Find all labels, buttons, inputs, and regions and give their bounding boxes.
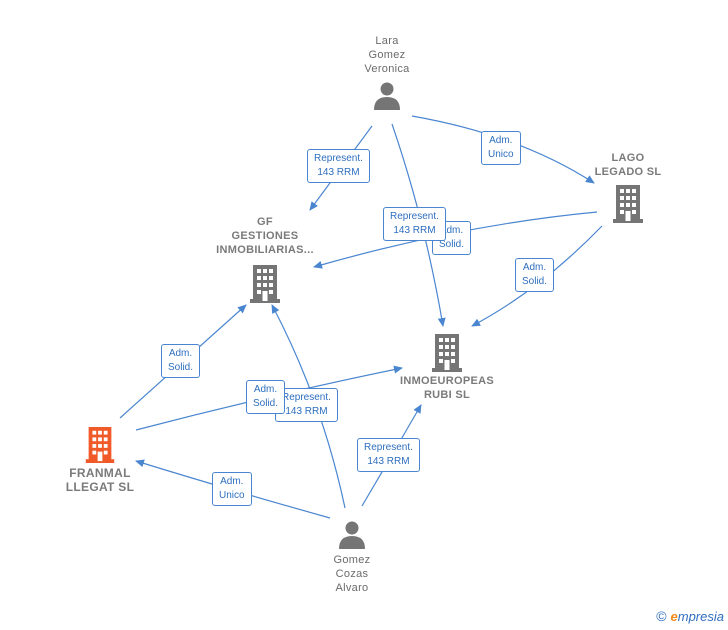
node-label: INMOEUROPEAS RUBI SL xyxy=(399,375,495,401)
edge-label-lara-lago[interactable]: Adm. Unico xyxy=(481,131,521,165)
node-label: LAGO LEGADO SL xyxy=(594,152,662,178)
node-lara-gomez-veronica[interactable]: Lara Gomez Veronica xyxy=(347,34,427,110)
node-label: GF GESTIONES INMOBILIARIAS... xyxy=(216,216,314,256)
node-label: Gomez Cozas Alvaro xyxy=(333,554,371,594)
node-gomez-cozas-alvaro[interactable]: Gomez Cozas Alvaro xyxy=(312,519,392,595)
copyright-icon: © xyxy=(656,608,667,624)
person-icon xyxy=(374,82,400,110)
person-icon xyxy=(339,521,365,549)
edge-label-franmal-inmo[interactable]: Adm. Solid. xyxy=(246,380,286,414)
edge-label-gomez-gf[interactable]: Represent. 143 RRM xyxy=(275,388,338,422)
edge-label-lago-inmo[interactable]: Adm. Solid. xyxy=(515,258,555,292)
edge-label-franmal-gf[interactable]: Adm. Solid. xyxy=(161,344,201,378)
edge-label-gomez-franmal[interactable]: Adm. Unico xyxy=(212,472,252,506)
node-franmal-llegat-sl[interactable]: FRANMAL LLEGAT SL xyxy=(52,427,148,494)
building-icon xyxy=(250,265,280,303)
edge-label-lara-gf[interactable]: Represent. 143 RRM xyxy=(307,149,370,183)
node-inmoeuropeas-rubi-sl[interactable]: INMOEUROPEAS RUBI SL xyxy=(395,334,499,402)
node-lago-legado-sl[interactable]: LAGO LEGADO SL xyxy=(583,151,673,223)
node-label: FRANMAL LLEGAT SL xyxy=(65,466,135,494)
edge-label-lara-inmo[interactable]: Represent. 143 RRM xyxy=(383,207,446,241)
node-label: Lara Gomez Veronica xyxy=(364,35,410,75)
building-icon xyxy=(432,334,462,372)
building-icon xyxy=(613,185,643,223)
node-gf-gestiones-inmobiliarias[interactable]: GF GESTIONES INMOBILIARIAS... xyxy=(205,215,325,303)
brand-logo-initial: e xyxy=(670,609,678,624)
brand-name: mpresia xyxy=(677,609,724,624)
edge-label-gomez-inmo[interactable]: Represent. 143 RRM xyxy=(357,438,420,472)
building-icon xyxy=(85,427,115,463)
empresia-brand[interactable]: ©empresia xyxy=(656,608,724,624)
